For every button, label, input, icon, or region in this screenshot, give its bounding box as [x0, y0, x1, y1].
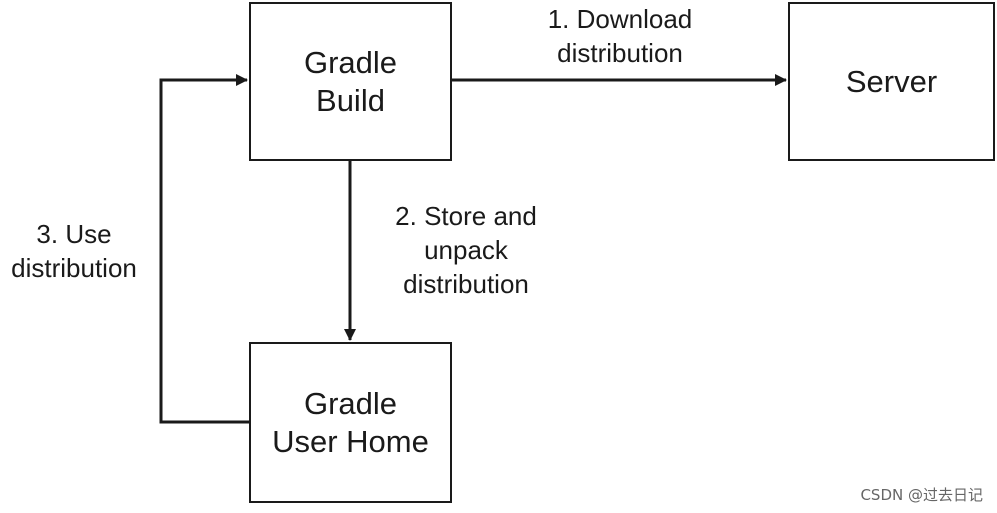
node-gradle-build: Gradle Build — [249, 2, 452, 161]
node-gradle-user-home-label: Gradle User Home — [272, 385, 429, 461]
edge-label-use: 3. Use distribution — [0, 217, 148, 285]
edge-label-use-line1: 3. Use — [36, 219, 112, 249]
node-server-label: Server — [846, 63, 937, 101]
edge-label-use-line2: distribution — [11, 253, 137, 283]
node-gradle-build-line1: Gradle — [303, 44, 398, 80]
node-gradle-user-home: Gradle User Home — [249, 342, 452, 503]
node-server-line1: Server — [845, 63, 938, 99]
node-gradle-user-home-line1: Gradle — [303, 385, 398, 421]
node-gradle-build-line2: Build — [316, 82, 385, 118]
node-server: Server — [788, 2, 995, 161]
edge-label-download: 1. Download distribution — [530, 2, 710, 70]
edge-label-store: 2. Store and unpack distribution — [376, 199, 556, 301]
edge-label-download-line2: distribution — [557, 38, 683, 68]
edge-label-download-line1: 1. Download — [547, 4, 693, 34]
edge-label-store-line2: unpack — [424, 235, 508, 265]
node-gradle-build-label: Gradle Build — [304, 44, 397, 120]
watermark: CSDN @过去日记 — [860, 486, 983, 504]
node-gradle-user-home-line2: User Home — [272, 423, 429, 459]
edge-label-store-line3: distribution — [403, 269, 529, 299]
arrow-use — [159, 74, 249, 424]
edge-label-store-line1: 2. Store and — [395, 201, 537, 231]
